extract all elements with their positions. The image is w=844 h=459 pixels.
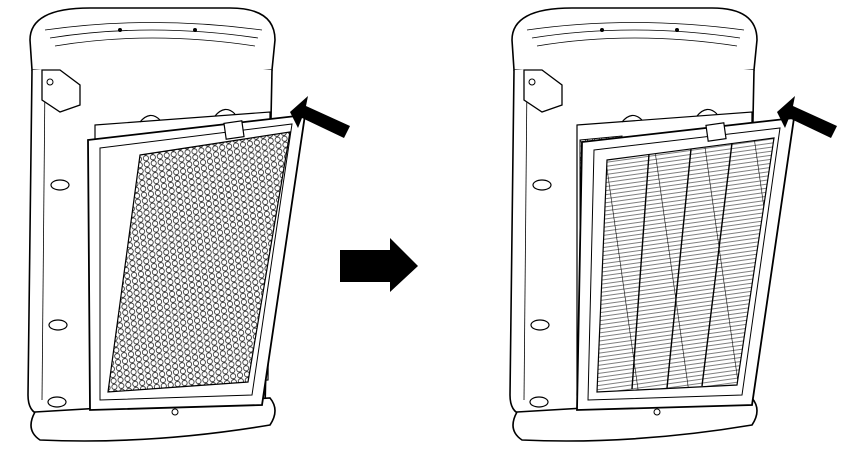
- step-1-illustration: [27, 7, 350, 442]
- carbon-prefilter: [87, 113, 307, 411]
- step-2-illustration: [509, 7, 837, 442]
- arrow-right-icon: [340, 238, 418, 292]
- hepa-filter: [576, 116, 796, 411]
